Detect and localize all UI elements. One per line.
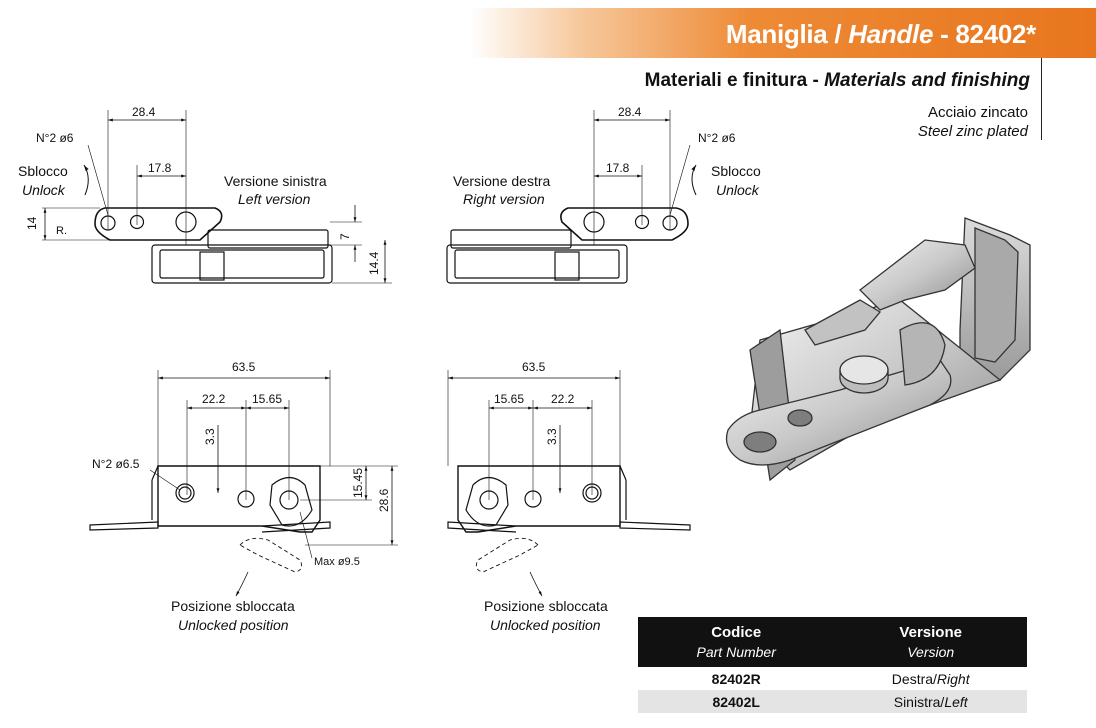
version-en-tl: Left version — [238, 191, 311, 207]
part-version: Destra/Right — [834, 667, 1027, 690]
page-title: Maniglia / Handle - 82402* — [725, 19, 1036, 49]
dim-7-tl: 7 — [338, 233, 352, 240]
dim-28-4-tl: 28.4 — [132, 105, 156, 119]
dim-3-3-br: 3.3 — [545, 428, 559, 445]
dim-14-tl: 14 — [25, 216, 39, 230]
dim-28-4-tr: 28.4 — [618, 105, 642, 119]
unlock-en-tr: Unlock — [716, 182, 760, 198]
max-label-bl: Max ø9.5 — [314, 556, 360, 568]
col-header-code: Codice Part Number — [638, 617, 835, 667]
part-code: 82402L — [638, 690, 835, 713]
radius-label-tl: R. — [56, 225, 67, 237]
part-version: Sinistra/Left — [834, 690, 1027, 713]
product-render — [725, 217, 1031, 482]
version-en-tr: Right version — [463, 191, 545, 207]
dim-63-5-bl: 63.5 — [232, 360, 256, 374]
table-row: 82402L Sinistra/Left — [638, 690, 1027, 713]
part-number-table: Codice Part Number Versione Version 8240… — [638, 617, 1027, 713]
dim-15-65-br: 15.65 — [494, 392, 524, 406]
dim-22-2-br: 22.2 — [551, 392, 575, 406]
version-it-tl: Versione sinistra — [224, 173, 327, 189]
dim-22-2-bl: 22.2 — [202, 392, 226, 406]
dim-3-3-bl: 3.3 — [203, 428, 217, 445]
unlock-it-tl: Sblocco — [18, 163, 68, 179]
dim-15-65-bl: 15.65 — [252, 392, 282, 406]
materials-heading: Materiali e finitura - Materials and fin… — [644, 70, 1030, 91]
unlock-en-tl: Unlock — [22, 182, 66, 198]
holes-label-tl: N°2 ø6 — [36, 131, 74, 145]
dim-63-5-br: 63.5 — [522, 360, 546, 374]
dim-15-45-bl: 15.45 — [351, 468, 365, 498]
material-en: Steel zinc plated — [917, 123, 1028, 140]
bottom-left-view — [89, 370, 398, 597]
unlock-it-tr: Sblocco — [711, 163, 761, 179]
bottom-right-view — [447, 370, 691, 597]
table-row: 82402R Destra/Right — [638, 667, 1027, 690]
dim-14-4-tl: 14.4 — [367, 251, 381, 275]
dim-28-6-bl: 28.6 — [377, 488, 391, 512]
title-bar: Maniglia / Handle - 82402* — [470, 8, 1096, 58]
holes-label-tr: N°2 ø6 — [698, 131, 736, 145]
top-left-view — [42, 110, 392, 284]
holes-label-bl: N°2 ø6.5 — [92, 457, 140, 471]
version-it-tr: Versione destra — [453, 173, 550, 189]
position-en-bl: Unlocked position — [178, 617, 289, 633]
header-divider — [1041, 58, 1042, 140]
col-header-version: Versione Version — [834, 617, 1027, 667]
position-it-br: Posizione sbloccata — [484, 598, 608, 614]
part-code: 82402R — [638, 667, 835, 690]
material-it: Acciaio zincato — [927, 104, 1028, 121]
position-it-bl: Posizione sbloccata — [171, 598, 295, 614]
dim-17-8-tr: 17.8 — [606, 161, 630, 175]
dim-17-8-tl: 17.8 — [148, 161, 172, 175]
position-en-br: Unlocked position — [490, 617, 601, 633]
top-right-view — [446, 110, 697, 284]
